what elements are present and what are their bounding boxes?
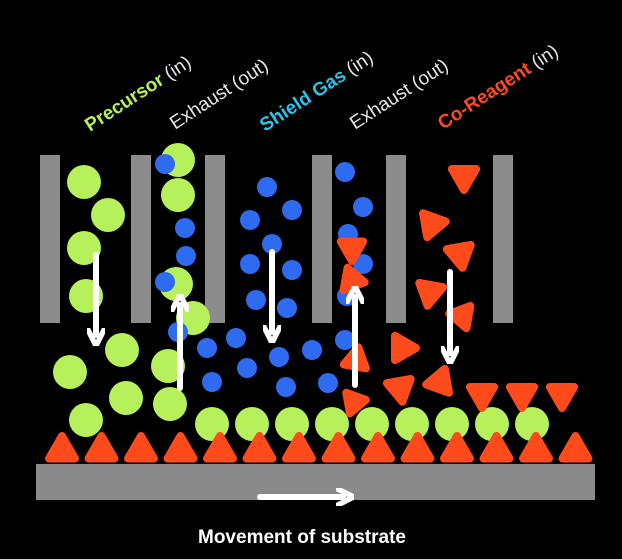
flow-arrows bbox=[96, 249, 450, 497]
channel-label-suffix: (out) bbox=[408, 55, 452, 94]
shield-gas-molecule bbox=[282, 260, 302, 280]
co-reagent-molecule bbox=[242, 432, 277, 463]
co-reagent-molecule bbox=[447, 165, 481, 194]
channel-label-suffix: (in) bbox=[161, 52, 195, 85]
shield-gas-molecule bbox=[302, 340, 322, 360]
head-wall bbox=[312, 155, 332, 323]
precursor-molecule bbox=[153, 387, 187, 421]
co-reagent-molecule bbox=[419, 209, 450, 242]
precursor-molecule bbox=[69, 403, 103, 437]
shield-gas-molecule bbox=[240, 210, 260, 230]
shield-gas-molecule bbox=[226, 328, 246, 348]
shield-gas-molecule bbox=[246, 290, 266, 310]
head-wall bbox=[131, 155, 151, 323]
head-wall bbox=[386, 155, 406, 323]
precursor-particles bbox=[53, 143, 549, 441]
co-reagent-molecule bbox=[336, 237, 368, 265]
co-reagent-molecule bbox=[558, 432, 593, 463]
shield-gas-molecule bbox=[335, 162, 355, 182]
precursor-molecule bbox=[161, 178, 195, 212]
co-reagent-molecule bbox=[124, 432, 158, 463]
head-wall bbox=[493, 155, 513, 323]
shield-gas-molecule bbox=[282, 200, 302, 220]
co-reagent-molecule bbox=[391, 331, 420, 365]
precursor-molecule bbox=[91, 198, 125, 232]
shield-gas-molecule bbox=[353, 254, 373, 274]
channel-label-main: Exhaust bbox=[346, 79, 416, 134]
precursor-molecule bbox=[53, 355, 87, 389]
shield-gas-molecule bbox=[277, 298, 297, 318]
precursor-molecule bbox=[275, 407, 309, 441]
head-walls bbox=[40, 155, 513, 323]
head-wall bbox=[40, 155, 60, 323]
co-reagent-molecule bbox=[45, 432, 79, 463]
shield-gas-molecule bbox=[155, 154, 175, 174]
shield-gas-molecule bbox=[318, 373, 338, 393]
co-reagent-molecule bbox=[342, 388, 370, 418]
co-reagent-molecule bbox=[282, 432, 316, 463]
shield-gas-molecule bbox=[335, 330, 355, 350]
shield-gas-molecule bbox=[176, 246, 196, 266]
co-reagent-molecule bbox=[445, 302, 475, 333]
precursor-molecule bbox=[105, 333, 139, 367]
shield-gas-molecule bbox=[155, 272, 175, 292]
precursor-molecule bbox=[475, 407, 509, 441]
co-reagent-molecule bbox=[163, 432, 198, 463]
co-reagent-molecule bbox=[440, 432, 474, 463]
co-reagent-molecule bbox=[442, 241, 475, 272]
shield-gas-molecule bbox=[240, 254, 260, 274]
shield-gas-molecule bbox=[262, 234, 282, 254]
precursor-molecule bbox=[435, 407, 469, 441]
head-wall bbox=[205, 155, 225, 323]
precursor-molecule bbox=[151, 349, 185, 383]
channel-label: Co-Reagent(in) bbox=[434, 41, 562, 134]
precursor-molecule bbox=[315, 407, 349, 441]
shield-gas-molecule bbox=[175, 218, 195, 238]
co-reagent-molecule bbox=[203, 432, 237, 463]
shield-gas-molecule bbox=[197, 338, 217, 358]
co-reagent-molecule bbox=[465, 383, 499, 412]
channel-label-main: Shield Gas bbox=[256, 65, 350, 136]
co-reagent-molecule bbox=[339, 263, 369, 294]
co-reagent-molecule bbox=[422, 364, 453, 397]
co-reagent-particles bbox=[45, 165, 593, 463]
precursor-molecule bbox=[355, 407, 389, 441]
precursor-molecule bbox=[515, 407, 549, 441]
co-reagent-molecule bbox=[321, 432, 356, 463]
precursor-molecule bbox=[67, 231, 101, 265]
co-reagent-molecule bbox=[545, 383, 579, 412]
co-reagent-molecule bbox=[479, 432, 514, 463]
co-reagent-molecule bbox=[519, 432, 553, 463]
co-reagent-molecule bbox=[361, 432, 395, 463]
channel-labels: Precursor(in)Exhaust(out)Shield Gas(in)E… bbox=[81, 41, 562, 136]
precursor-molecule bbox=[395, 407, 429, 441]
shield-gas-molecule bbox=[237, 358, 257, 378]
co-reagent-molecule bbox=[415, 279, 448, 310]
channel-label-suffix: (in) bbox=[343, 47, 377, 80]
channel-label-suffix: (in) bbox=[528, 41, 562, 74]
channel-label-main: Precursor bbox=[81, 69, 168, 136]
shield-gas-molecule bbox=[276, 377, 296, 397]
co-reagent-molecule bbox=[382, 375, 415, 406]
co-reagent-molecule bbox=[505, 383, 539, 412]
shield-gas-molecule bbox=[202, 372, 222, 392]
channel-label-suffix: (out) bbox=[228, 55, 272, 94]
co-reagent-molecule bbox=[84, 432, 119, 463]
shield-gas-molecule bbox=[257, 177, 277, 197]
caption: Movement of substrate bbox=[198, 527, 406, 548]
precursor-molecule bbox=[109, 381, 143, 415]
shield-gas-molecule bbox=[353, 197, 373, 217]
channel-label-main: Exhaust bbox=[166, 79, 236, 134]
precursor-molecule bbox=[67, 165, 101, 199]
co-reagent-molecule bbox=[400, 432, 435, 463]
shield-gas-molecule bbox=[269, 347, 289, 367]
